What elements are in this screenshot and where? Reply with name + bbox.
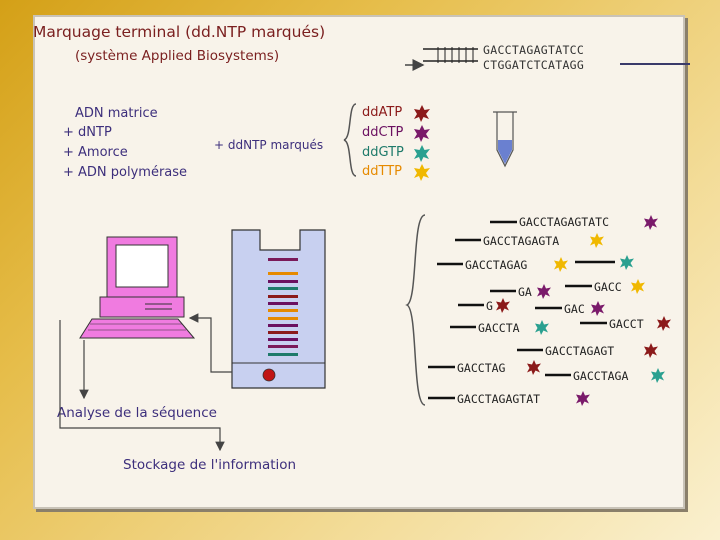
mix-item-polymerase: + ADN polymérase <box>63 165 188 180</box>
fragment-label: GACCT <box>609 317 644 331</box>
storage-label: Stockage de l'information <box>123 457 297 473</box>
template-bottom-strand: CTGGATCTCATAGG <box>483 58 585 72</box>
ddntp-stars <box>414 105 430 181</box>
fragment-label: GA <box>518 285 532 299</box>
fragment-label: GACCTAGAGTATC <box>519 215 610 229</box>
test-tube-icon <box>493 111 517 168</box>
ddntp-brace <box>343 103 357 177</box>
analysis-to-storage-arrow <box>59 320 225 452</box>
fragment-label: GACCTAGAGTAT <box>457 392 541 406</box>
fragments-brace <box>405 214 426 406</box>
fragment-label: GACCTAGAGTA <box>483 234 560 248</box>
page-title: Marquage terminal (dd.NTP marqués) <box>33 23 326 41</box>
ddctp-label: ddCTP <box>362 125 404 140</box>
ddttp-label: ddTTP <box>362 164 402 179</box>
fragment-label: GACCTA <box>478 321 520 335</box>
ddgtp-label: ddGTP <box>362 145 404 160</box>
fragment-stars <box>496 215 671 406</box>
ddatp-label: ddATP <box>362 105 403 120</box>
dna-template-icon <box>405 47 478 71</box>
computer-icon <box>79 236 196 339</box>
fragment-label: GACC <box>594 280 622 294</box>
page-subtitle: (système Applied Biosystems) <box>75 48 280 64</box>
fragment-label: GACCTAG <box>457 361 506 375</box>
fragment-label: GACCTAGA <box>573 369 629 383</box>
fragment-label: GACCTAGAGT <box>545 344 615 358</box>
mix-item-template: ADN matrice <box>75 106 158 121</box>
fragment-label: GAC <box>564 302 585 316</box>
template-top-strand: GACCTAGAGTATCC <box>483 43 585 57</box>
gel-icon <box>231 229 326 389</box>
mix-item-primer: + Amorce <box>63 145 128 160</box>
fragment-label: G <box>486 299 493 313</box>
mix-item-dntp: + dNTP <box>63 125 112 140</box>
analysis-label: Analyse de la séquence <box>57 405 217 421</box>
fragment-lines <box>428 220 615 400</box>
fragment-label: GACCTAGAG <box>465 258 528 272</box>
gel-to-computer-arrow <box>188 313 232 373</box>
labelled-ddntp-label: + ddNTP marqués <box>214 138 324 152</box>
